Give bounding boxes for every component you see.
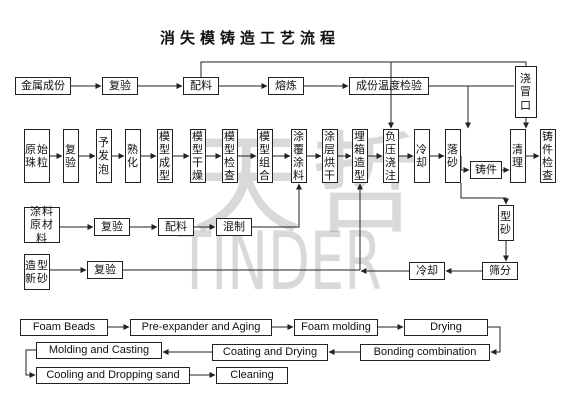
node-pre-expander-aging: Pre-expander and Aging <box>130 319 272 336</box>
node-coating-drying: 涂层烘干 <box>322 129 338 183</box>
diagram-title: 消失模铸造工艺流程 <box>160 29 341 47</box>
node-recheck-sand: 复验 <box>87 261 123 279</box>
node-batching-2: 配料 <box>158 218 194 236</box>
watermark-latin: TINDER <box>178 215 383 308</box>
node-bonding-combination: Bonding combination <box>360 344 490 361</box>
node-pre-expansion: 予发泡 <box>96 129 112 183</box>
node-cooling: 冷却 <box>414 129 430 183</box>
node-drying-en: Drying <box>404 319 488 336</box>
node-mixing: 混制 <box>216 218 252 236</box>
node-new-sand: 造型新砂 <box>24 254 50 290</box>
node-pattern-assembly: 模型组合 <box>257 129 273 183</box>
node-foam-beads: Foam Beads <box>20 319 108 336</box>
node-coating-drying-en: Coating and Drying <box>212 344 328 361</box>
node-recheck-beads: 复验 <box>63 129 79 183</box>
node-cooling-2: 冷却 <box>409 262 445 280</box>
node-foam-molding-en: Foam molding <box>294 319 378 336</box>
node-coating-raw-material: 涂料原材料 <box>24 205 60 245</box>
node-recheck-coating: 复验 <box>94 218 130 236</box>
node-flask-molding: 埋箱造型 <box>352 129 368 183</box>
node-casting: 铸件 <box>470 161 502 179</box>
node-pattern-drying: 模型干燥 <box>190 129 206 183</box>
node-coating: 涂覆涂料 <box>291 129 307 183</box>
node-gate-riser: 浇冒口 <box>515 66 537 118</box>
node-molding-sand: 型砂 <box>498 205 514 241</box>
node-pattern-inspection: 模型检查 <box>222 129 238 183</box>
node-casting-inspection: 铸件检查 <box>540 129 556 183</box>
node-batching: 配料 <box>183 77 219 95</box>
node-cleaning-en: Cleaning <box>216 367 288 384</box>
node-vacuum-pouring: 负压浇注 <box>383 129 399 183</box>
node-cooling-dropping: Cooling and Dropping sand <box>36 367 190 384</box>
node-metal-composition: 金属成份 <box>15 77 71 95</box>
node-original-beads: 原始珠粒 <box>24 129 50 183</box>
node-cleaning: 清理 <box>510 129 526 183</box>
node-recheck-metal: 复验 <box>102 77 138 95</box>
node-shakeout: 落砂 <box>445 129 461 183</box>
node-temperature-check: 成份温度检验 <box>349 77 429 95</box>
node-molding-casting: Molding and Casting <box>36 342 162 359</box>
node-smelting: 熔炼 <box>268 77 304 95</box>
node-aging: 熟化 <box>125 129 141 183</box>
node-foam-molding: 模型成型 <box>157 129 173 183</box>
node-sieving: 筛分 <box>482 262 518 280</box>
